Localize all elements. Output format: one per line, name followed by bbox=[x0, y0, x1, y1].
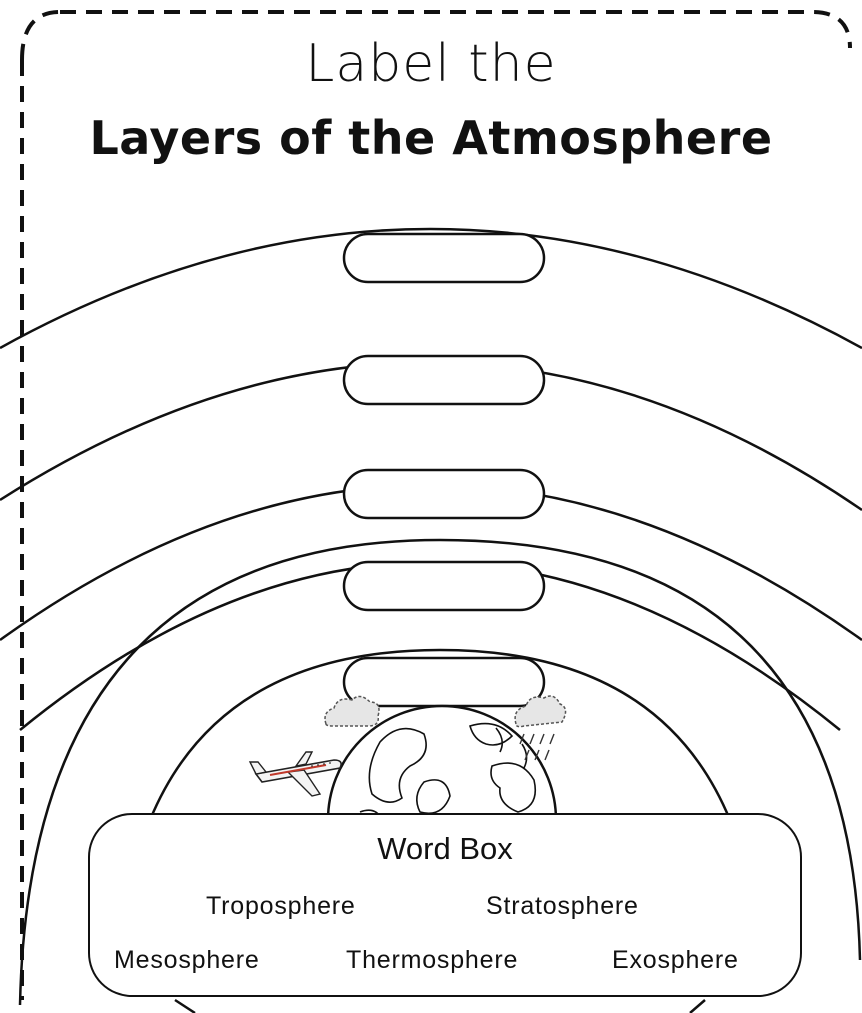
word-stratosphere[interactable]: Stratosphere bbox=[486, 891, 639, 921]
word-exosphere[interactable]: Exosphere bbox=[612, 945, 739, 975]
label-blank-mesosphere[interactable] bbox=[344, 470, 544, 518]
label-blank-troposphere[interactable] bbox=[344, 658, 544, 706]
label-blank-stratosphere[interactable] bbox=[344, 562, 544, 610]
word-troposphere[interactable]: Troposphere bbox=[206, 891, 356, 921]
word-thermosphere[interactable]: Thermosphere bbox=[346, 945, 518, 975]
word-box-title: Word Box bbox=[90, 831, 800, 867]
title-line1: Label the bbox=[0, 34, 862, 94]
word-mesosphere[interactable]: Mesosphere bbox=[114, 945, 260, 975]
page-title: Layers of the Atmosphere bbox=[0, 108, 862, 168]
label-blank-thermosphere[interactable] bbox=[344, 356, 544, 404]
label-blank-exosphere[interactable] bbox=[344, 234, 544, 282]
airplane-icon bbox=[250, 752, 341, 796]
word-box: Word Box Troposphere Stratosphere Mesosp… bbox=[88, 813, 802, 997]
layer-boundary-inner-bottom bbox=[175, 1000, 705, 1013]
